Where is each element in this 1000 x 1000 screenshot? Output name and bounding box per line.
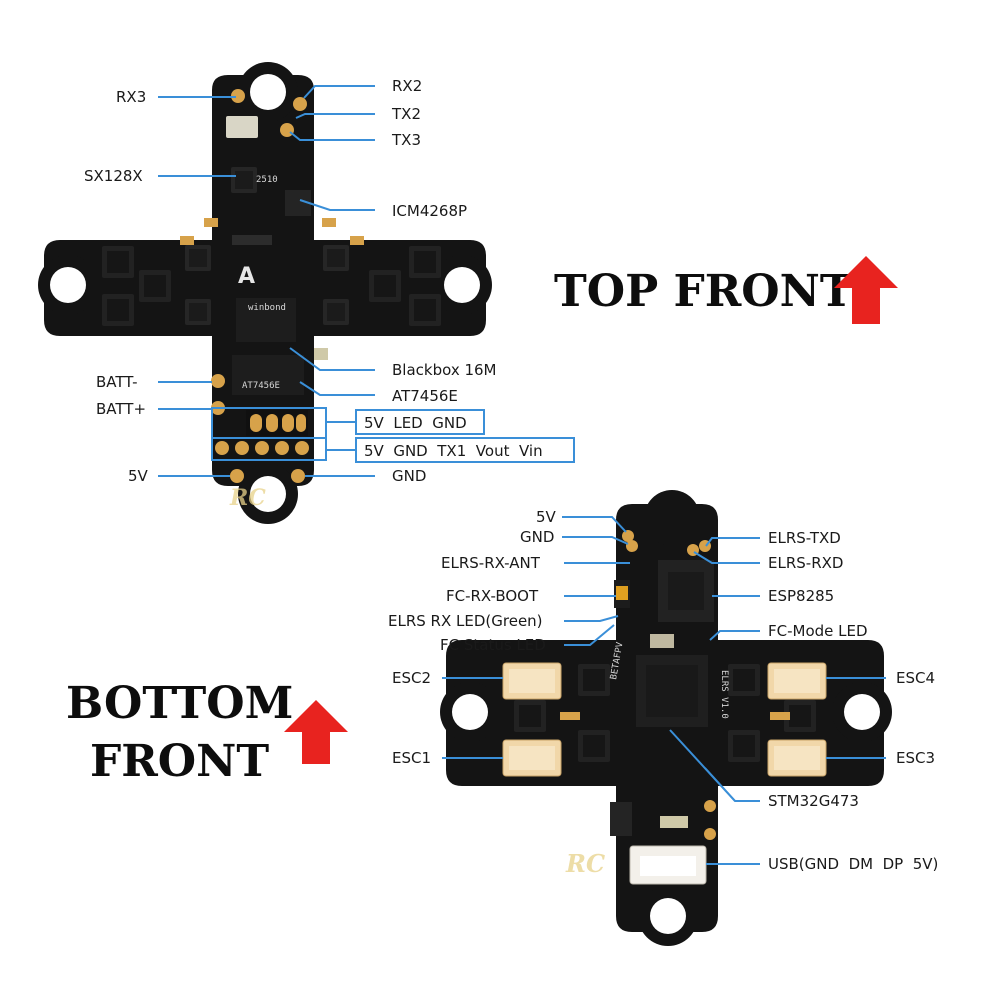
mount-hole [444,267,480,303]
top-board: A winbond AT7456E 2510 [38,62,492,524]
heading-bottom-line2: FRONT [90,736,269,787]
silk-code: 2510 [256,175,278,185]
label-elrs-rxd: ELRS-RXD [768,554,843,572]
pad-gnd [291,469,305,483]
label-esc2: ESC2 [392,669,431,687]
label-sx128x: SX128X [84,167,143,185]
mount-hole [844,694,880,730]
crystal [226,116,258,138]
silk-elrs: ELRS V1.0 [719,670,729,719]
tx1-row-box [355,437,575,463]
watermark-logo: RC [565,849,605,878]
pad-batt-minus [211,374,225,388]
pad-rx2 [293,97,307,111]
label-gnd-bottom: GND [520,528,554,546]
heading-bottom-line1: BOTTOM [66,678,293,729]
mount-hole [650,898,686,934]
label-fc-mode-led: FC-Mode LED [768,622,868,640]
label-elrs-rx-ant: ELRS-RX-ANT [441,554,541,572]
label-esc1: ESC1 [392,749,431,767]
silk-at7456e: AT7456E [242,381,280,391]
label-stm32g473: STM32G473 [768,792,859,810]
label-rx2: RX2 [392,77,422,95]
label-gnd-top: GND [392,467,426,485]
label-tx2: TX2 [391,105,421,123]
top-leader-lines [158,85,375,477]
osd-chip [232,355,304,395]
mount-hole [50,267,86,303]
top-board-outline [44,75,486,486]
silk-winbond: winbond [248,303,286,313]
label-esc4: ESC4 [896,669,935,687]
label-esp8285: ESP8285 [768,587,834,605]
boot-button [616,586,628,600]
label-batt-minus: BATT- [96,373,137,391]
pad-tx3 [280,123,294,137]
mount-hole [250,476,286,512]
label-tx3: TX3 [391,131,421,149]
label-5v-bottom: 5V [536,508,557,526]
label-fc-rx-boot: FC-RX-BOOT [446,587,539,605]
heading-top-front: TOP FRONT [554,266,853,317]
label-at7456e: AT7456E [392,387,458,405]
label-rx3: RX3 [116,88,146,106]
label-elrs-txd: ELRS-TXD [768,529,841,547]
label-fc-status-led: FC Status LED [440,636,546,654]
watermark-logo: RC [229,485,266,511]
flash-chip [236,298,296,342]
label-icm4268p: ICM4268P [392,202,467,220]
label-batt-plus: BATT+ [96,400,146,418]
board-logo: A [238,264,255,289]
label-5v-top: 5V [128,467,149,485]
mount-hole [250,74,286,110]
mount-hole [452,694,488,730]
label-usb: USB(GND DM DP 5V) [768,855,938,873]
label-led-row: 5V LED GND [364,414,467,432]
pad-rx3 [231,89,245,103]
arrow-up-icon [834,256,898,324]
label-tx1-row: 5V GND TX1 Vout Vin [364,442,543,460]
pad-5v [230,469,244,483]
bottom-leader-lines [442,516,886,865]
bottom-board: BETAFPV ELRS V1.0 [440,490,892,946]
label-esc3: ESC3 [896,749,935,767]
label-elrs-rx-led: ELRS RX LED(Green) [388,612,543,630]
label-blackbox: Blackbox 16M [392,361,497,379]
led-row-box [355,409,485,435]
arrow-up-icon [284,700,348,764]
